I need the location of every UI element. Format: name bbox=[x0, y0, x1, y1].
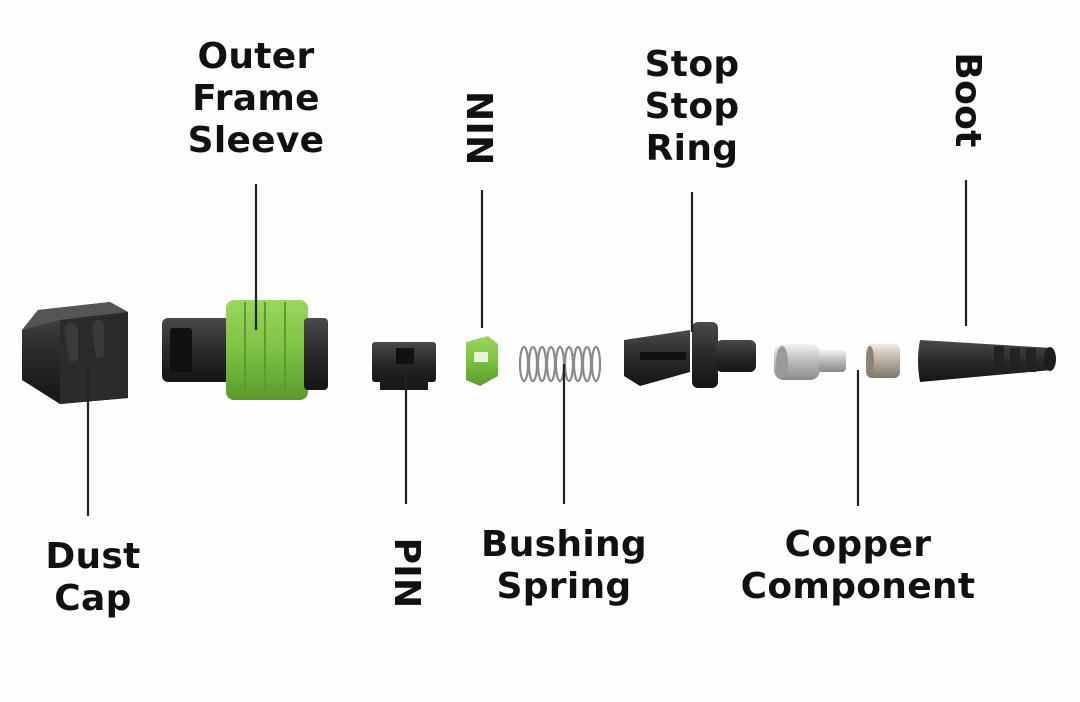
dust-cap-part bbox=[22, 302, 128, 404]
copper-component-part bbox=[774, 344, 900, 380]
label-stop-stop-ring: Stop Stop Ring bbox=[644, 44, 740, 169]
nin-part bbox=[466, 336, 498, 386]
label-dust-cap: Dust Cap bbox=[45, 536, 141, 619]
stop-ring-part bbox=[624, 322, 756, 388]
label-outer-frame-sleeve: Outer Frame Sleeve bbox=[187, 36, 325, 161]
label-pin: PIN bbox=[386, 537, 427, 609]
boot-part bbox=[918, 340, 1056, 382]
label-nin: NIN bbox=[461, 90, 502, 166]
label-copper-component: Copper Component bbox=[740, 524, 976, 607]
label-boot: Boot bbox=[947, 52, 988, 148]
pin-part bbox=[372, 342, 436, 390]
label-bushing-spring: Bushing Spring bbox=[481, 524, 647, 607]
outer-frame-sleeve-part bbox=[162, 300, 328, 400]
leader-lines bbox=[86, 180, 968, 516]
bushing-spring-part bbox=[518, 345, 602, 383]
